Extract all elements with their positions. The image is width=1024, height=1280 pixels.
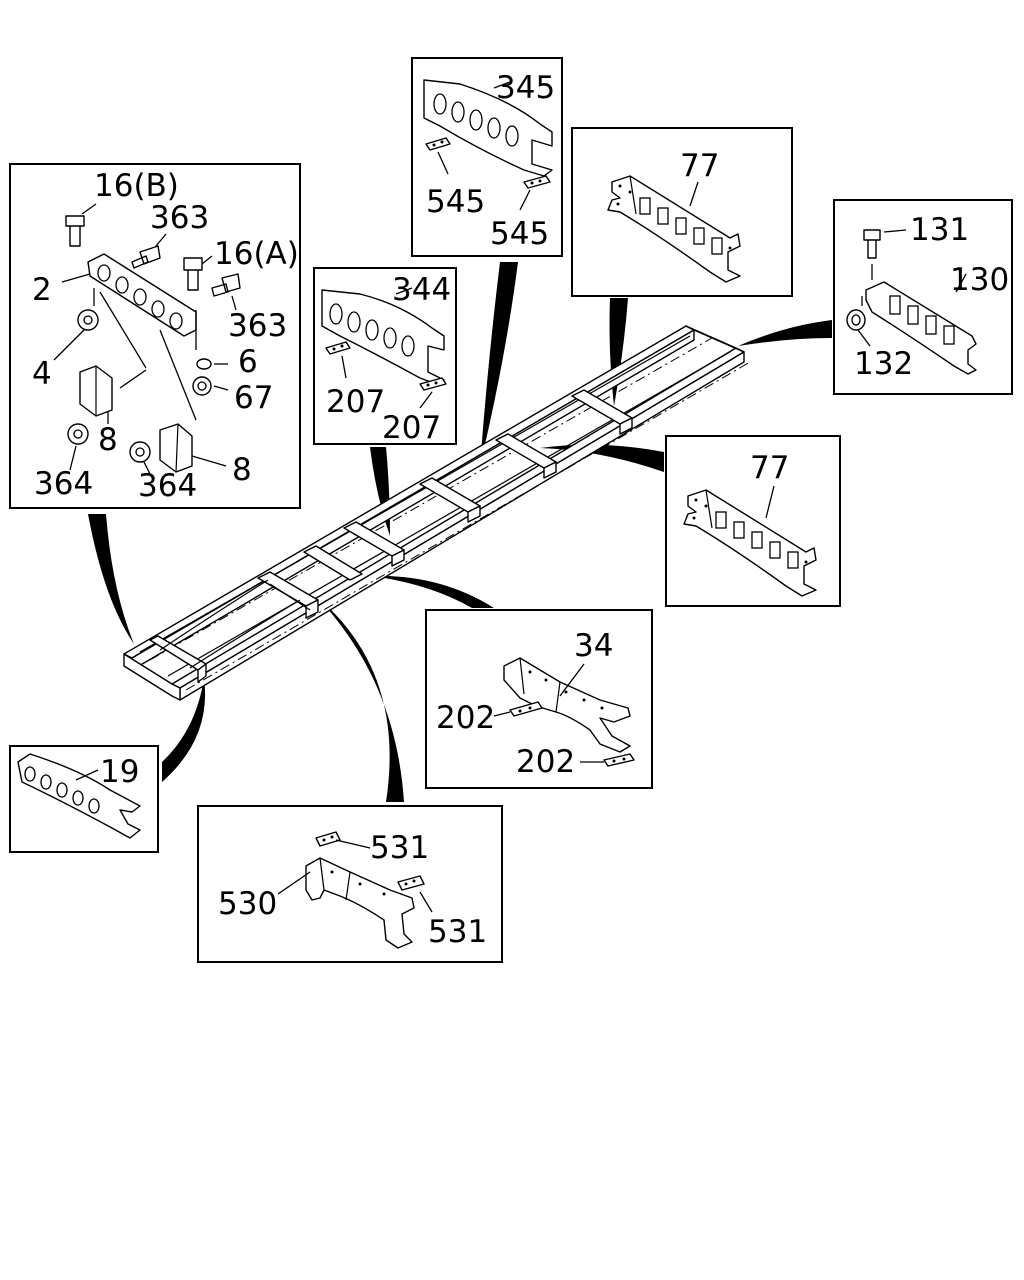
label-531-right: 531 — [428, 914, 487, 950]
label-6: 6 — [238, 344, 258, 380]
box-crossmember-130: 131 130 132 — [833, 199, 1013, 395]
shim-207-left — [325, 341, 351, 355]
shim-545-left — [425, 137, 451, 151]
callout-box-77-top — [609, 298, 628, 406]
shim-202-right — [603, 753, 635, 767]
crossmember-530 — [305, 857, 415, 949]
shim-202-left — [509, 701, 543, 717]
shim-531-right — [397, 875, 425, 891]
box-crossmember-19: 19 — [9, 745, 159, 853]
callout-box-530 — [316, 596, 404, 802]
callout-box-a — [88, 514, 134, 644]
label-130: 130 — [950, 262, 1009, 298]
label-207-right: 207 — [382, 410, 441, 446]
label-545-left: 545 — [426, 184, 485, 220]
label-16a: 16(A) — [214, 236, 299, 272]
shim-531-top — [315, 831, 341, 847]
label-34: 34 — [574, 628, 613, 664]
box-crossmember-34: 34 202 202 — [425, 609, 653, 789]
box-crossmember-344: 344 207 207 — [313, 267, 457, 446]
label-16b: 16(B) — [94, 168, 179, 204]
label-207-left: 207 — [326, 384, 385, 420]
label-344: 344 — [392, 272, 451, 308]
box-crossmember-77-mid: 77 — [665, 435, 841, 607]
bolt-363-upper — [131, 245, 161, 269]
label-8-left: 8 — [98, 422, 118, 458]
callout-box-77-mid — [540, 444, 664, 472]
label-531-top: 531 — [370, 830, 429, 866]
label-202-right: 202 — [516, 744, 575, 780]
crossmember-34 — [503, 657, 631, 753]
shim-207-right — [419, 377, 447, 391]
label-67: 67 — [234, 380, 273, 416]
label-363-right: 363 — [228, 308, 287, 344]
label-363-upper: 363 — [150, 200, 209, 236]
shim-545-right — [523, 175, 551, 189]
label-345: 345 — [496, 70, 555, 106]
callout-box-345 — [480, 262, 518, 466]
label-2: 2 — [32, 272, 52, 308]
callout-box-19 — [162, 678, 206, 782]
label-545-right: 545 — [490, 216, 549, 252]
box-crossmember-345: 345 545 545 — [411, 57, 563, 257]
box-crossmember-77-top: 77 — [571, 127, 793, 297]
label-8-right: 8 — [232, 452, 252, 488]
box-bracket-assembly: 16(B) 363 16(A) 2 363 4 6 67 8 8 364 364 — [9, 163, 301, 509]
bolt-16a — [183, 257, 203, 291]
bolt-363-right — [211, 273, 241, 297]
label-77-mid: 77 — [750, 450, 789, 486]
label-364-right: 364 — [138, 468, 197, 504]
frame-crossmembers — [149, 389, 633, 683]
label-4: 4 — [32, 356, 52, 392]
label-131: 131 — [910, 212, 969, 248]
box-crossmember-530: 531 530 531 — [197, 805, 503, 963]
callout-box-34 — [372, 575, 494, 608]
callout-box-130 — [738, 320, 832, 346]
label-132: 132 — [854, 346, 913, 382]
label-530: 530 — [218, 886, 277, 922]
label-19: 19 — [100, 754, 139, 790]
label-364-left: 364 — [34, 466, 93, 502]
bolt-16b — [65, 215, 85, 247]
label-77-top: 77 — [680, 148, 719, 184]
bolt-131 — [863, 229, 881, 259]
label-202-left: 202 — [436, 700, 495, 736]
washer-6 — [196, 358, 212, 370]
main-frame — [123, 325, 751, 701]
